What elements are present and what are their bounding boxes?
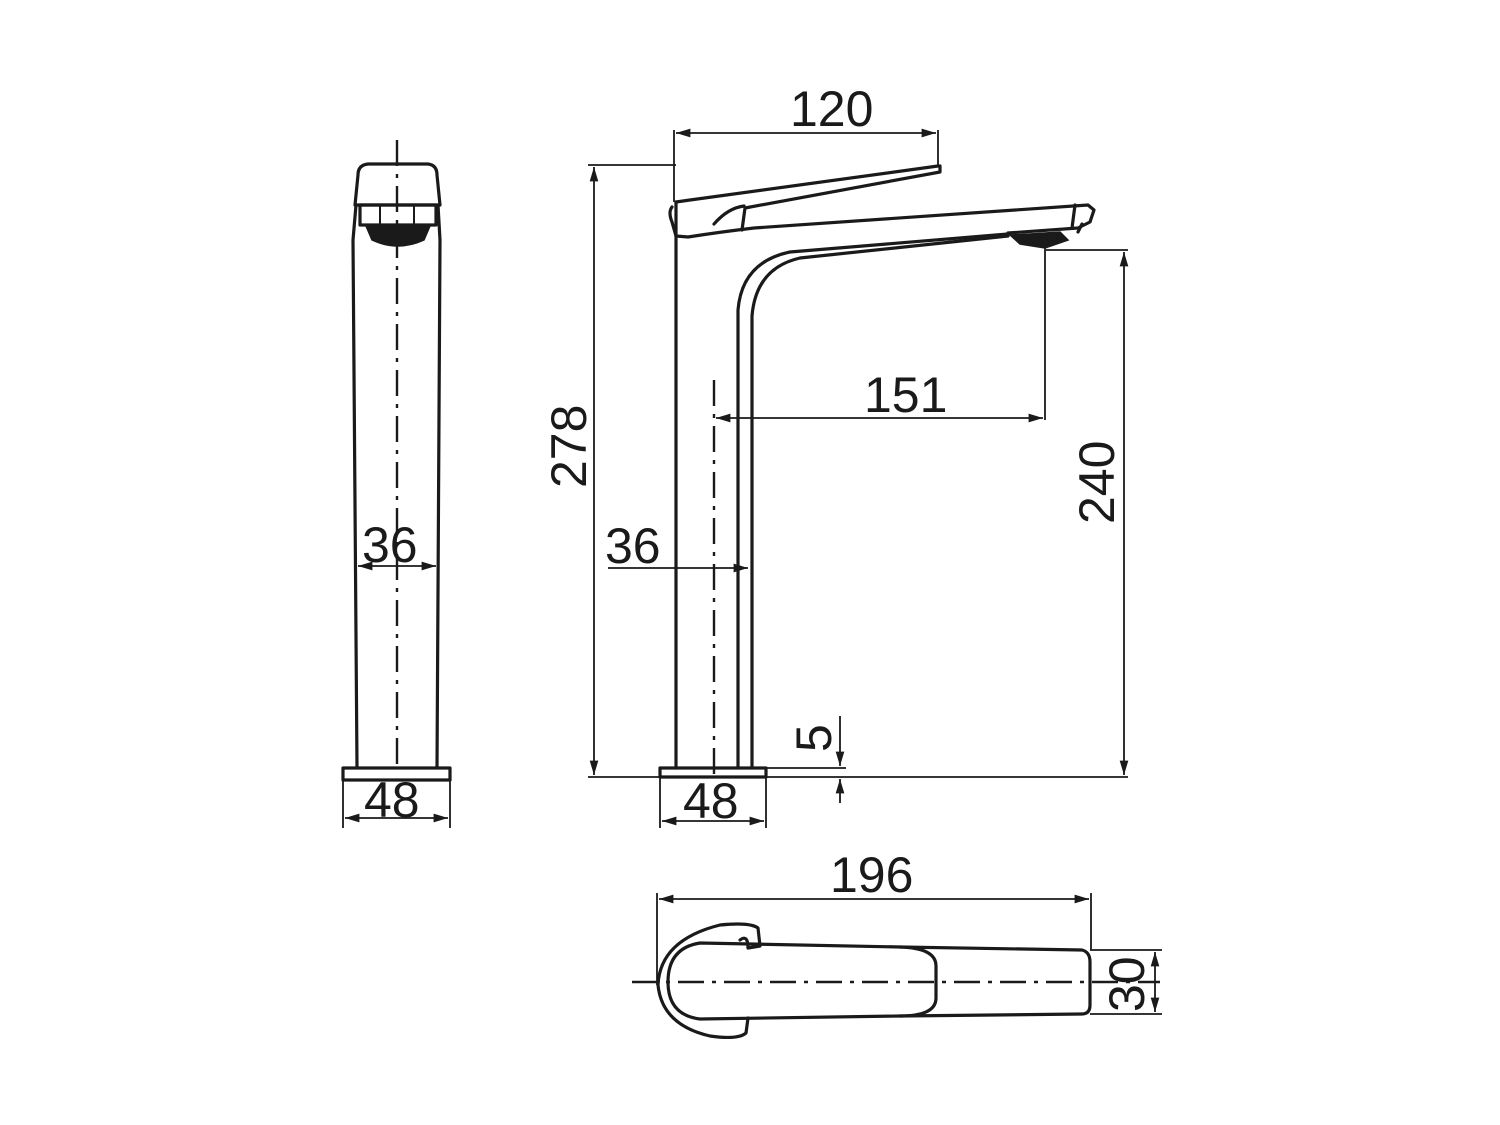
front-body-curve-inner [750,234,1010,770]
side-body-right [435,203,442,770]
front-dim-278: 278 [541,405,597,488]
front-aerator [1008,231,1070,249]
top-dim-30: 30 [1099,956,1155,1012]
side-body-left [351,203,359,770]
side-dim-48: 48 [364,772,420,828]
side-view: 36 48 [341,140,452,828]
front-spout-top [674,200,1096,239]
front-dim-36: 36 [605,518,661,574]
front-dim-120: 120 [790,81,873,137]
side-dim-36: 36 [362,517,418,573]
side-base [341,766,452,782]
top-view: 196 30 [632,847,1162,1040]
top-dim-196: 196 [830,847,913,903]
top-body [666,941,1092,1021]
top-base-outline [656,922,762,1040]
front-dim-5: 5 [786,724,842,752]
front-view: 120 278 151 240 36 48 5 [541,81,1129,829]
side-aerator [364,225,432,247]
front-dim-151: 151 [864,367,947,423]
front-body-curve-outer [736,232,1010,770]
front-dim-240: 240 [1069,441,1125,524]
top-handle-joint [898,945,938,1018]
side-handle-head [353,162,442,207]
front-dim-48: 48 [683,773,739,829]
